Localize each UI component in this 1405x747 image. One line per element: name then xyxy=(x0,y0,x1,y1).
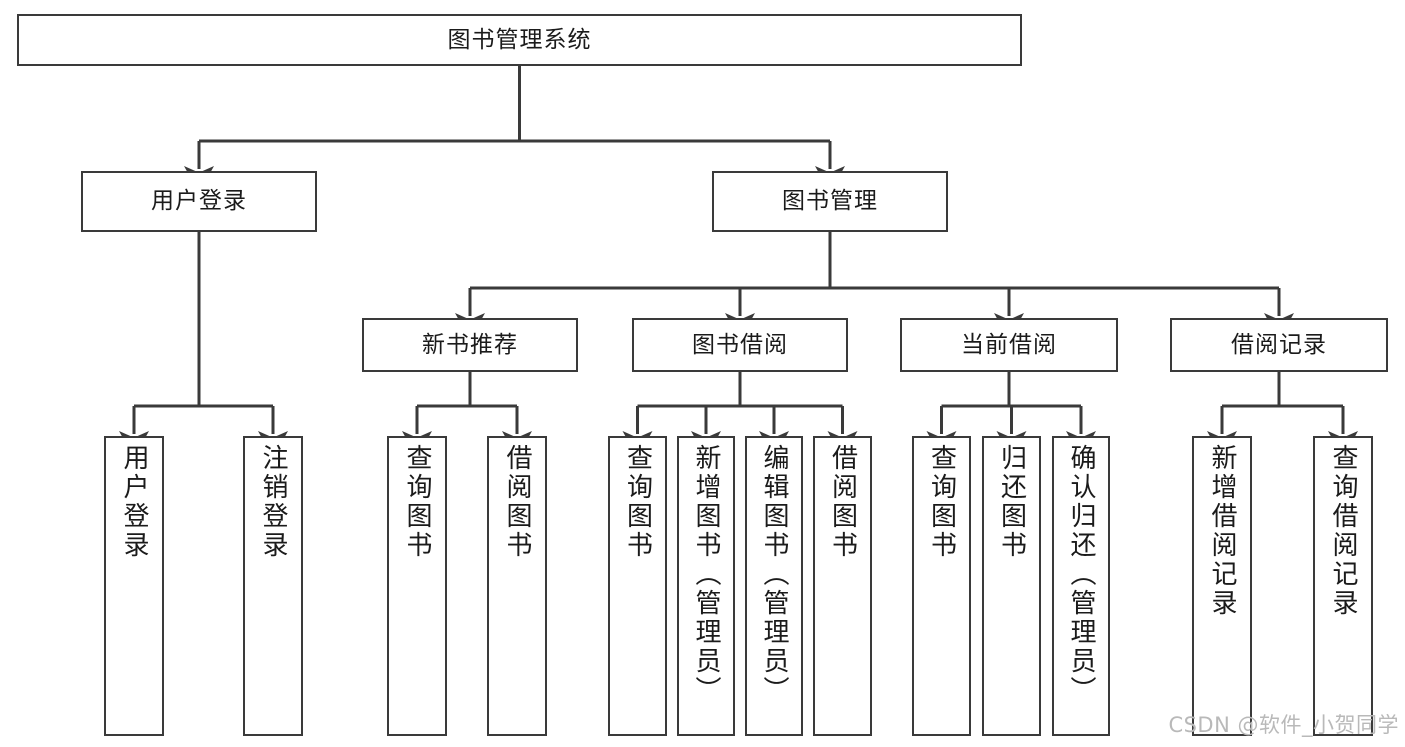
node-label: 查询借阅记录 xyxy=(1328,444,1358,618)
node-label: 用户登录 xyxy=(119,444,149,560)
node-label: 编辑图书（管理员） xyxy=(759,444,789,705)
node-b-query[interactable]: 查询图书 xyxy=(608,436,667,736)
node-label: 图书借阅 xyxy=(692,331,788,358)
node-label: 查询图书 xyxy=(926,444,957,560)
node-label: 借阅图书 xyxy=(502,444,532,560)
node-label: 新书推荐 xyxy=(422,331,518,358)
node-login[interactable]: 用户登录 xyxy=(81,171,317,232)
watermark-text: CSDN @软件_小贺同学 xyxy=(1168,713,1399,737)
node-label: 图书管理 xyxy=(782,188,878,215)
node-label: 当前借阅 xyxy=(961,331,1057,358)
node-c-confirm[interactable]: 确认归还（管理员） xyxy=(1052,436,1110,736)
node-label: 查询图书 xyxy=(402,444,432,560)
node-label: 用户登录 xyxy=(151,188,247,215)
node-newrec[interactable]: 新书推荐 xyxy=(362,318,578,372)
node-h-query[interactable]: 查询借阅记录 xyxy=(1313,436,1373,736)
node-l-logout[interactable]: 注销登录 xyxy=(243,436,303,736)
node-bookmgmt[interactable]: 图书管理 xyxy=(712,171,948,232)
node-label: 注销登录 xyxy=(258,444,288,560)
node-c-query[interactable]: 查询图书 xyxy=(912,436,971,736)
node-l-userlogin[interactable]: 用户登录 xyxy=(104,436,164,736)
node-label: 确认归还（管理员） xyxy=(1066,444,1096,705)
node-current[interactable]: 当前借阅 xyxy=(900,318,1118,372)
node-b-add[interactable]: 新增图书（管理员） xyxy=(677,436,735,736)
node-h-add[interactable]: 新增借阅记录 xyxy=(1192,436,1252,736)
node-label: 借阅记录 xyxy=(1231,331,1327,358)
node-borrow[interactable]: 图书借阅 xyxy=(632,318,848,372)
node-label: 新增借阅记录 xyxy=(1207,444,1237,618)
node-n-query[interactable]: 查询图书 xyxy=(387,436,447,736)
node-c-return[interactable]: 归还图书 xyxy=(982,436,1041,736)
node-label: 查询图书 xyxy=(622,444,653,560)
node-b-borrow[interactable]: 借阅图书 xyxy=(813,436,872,736)
node-label: 借阅图书 xyxy=(827,444,858,560)
node-label: 图书管理系统 xyxy=(447,26,592,53)
node-history[interactable]: 借阅记录 xyxy=(1170,318,1388,372)
node-label: 新增图书（管理员） xyxy=(691,444,721,705)
node-n-borrow[interactable]: 借阅图书 xyxy=(487,436,547,736)
node-b-edit[interactable]: 编辑图书（管理员） xyxy=(745,436,803,736)
node-root[interactable]: 图书管理系统 xyxy=(17,14,1022,66)
node-label: 归还图书 xyxy=(996,444,1027,560)
